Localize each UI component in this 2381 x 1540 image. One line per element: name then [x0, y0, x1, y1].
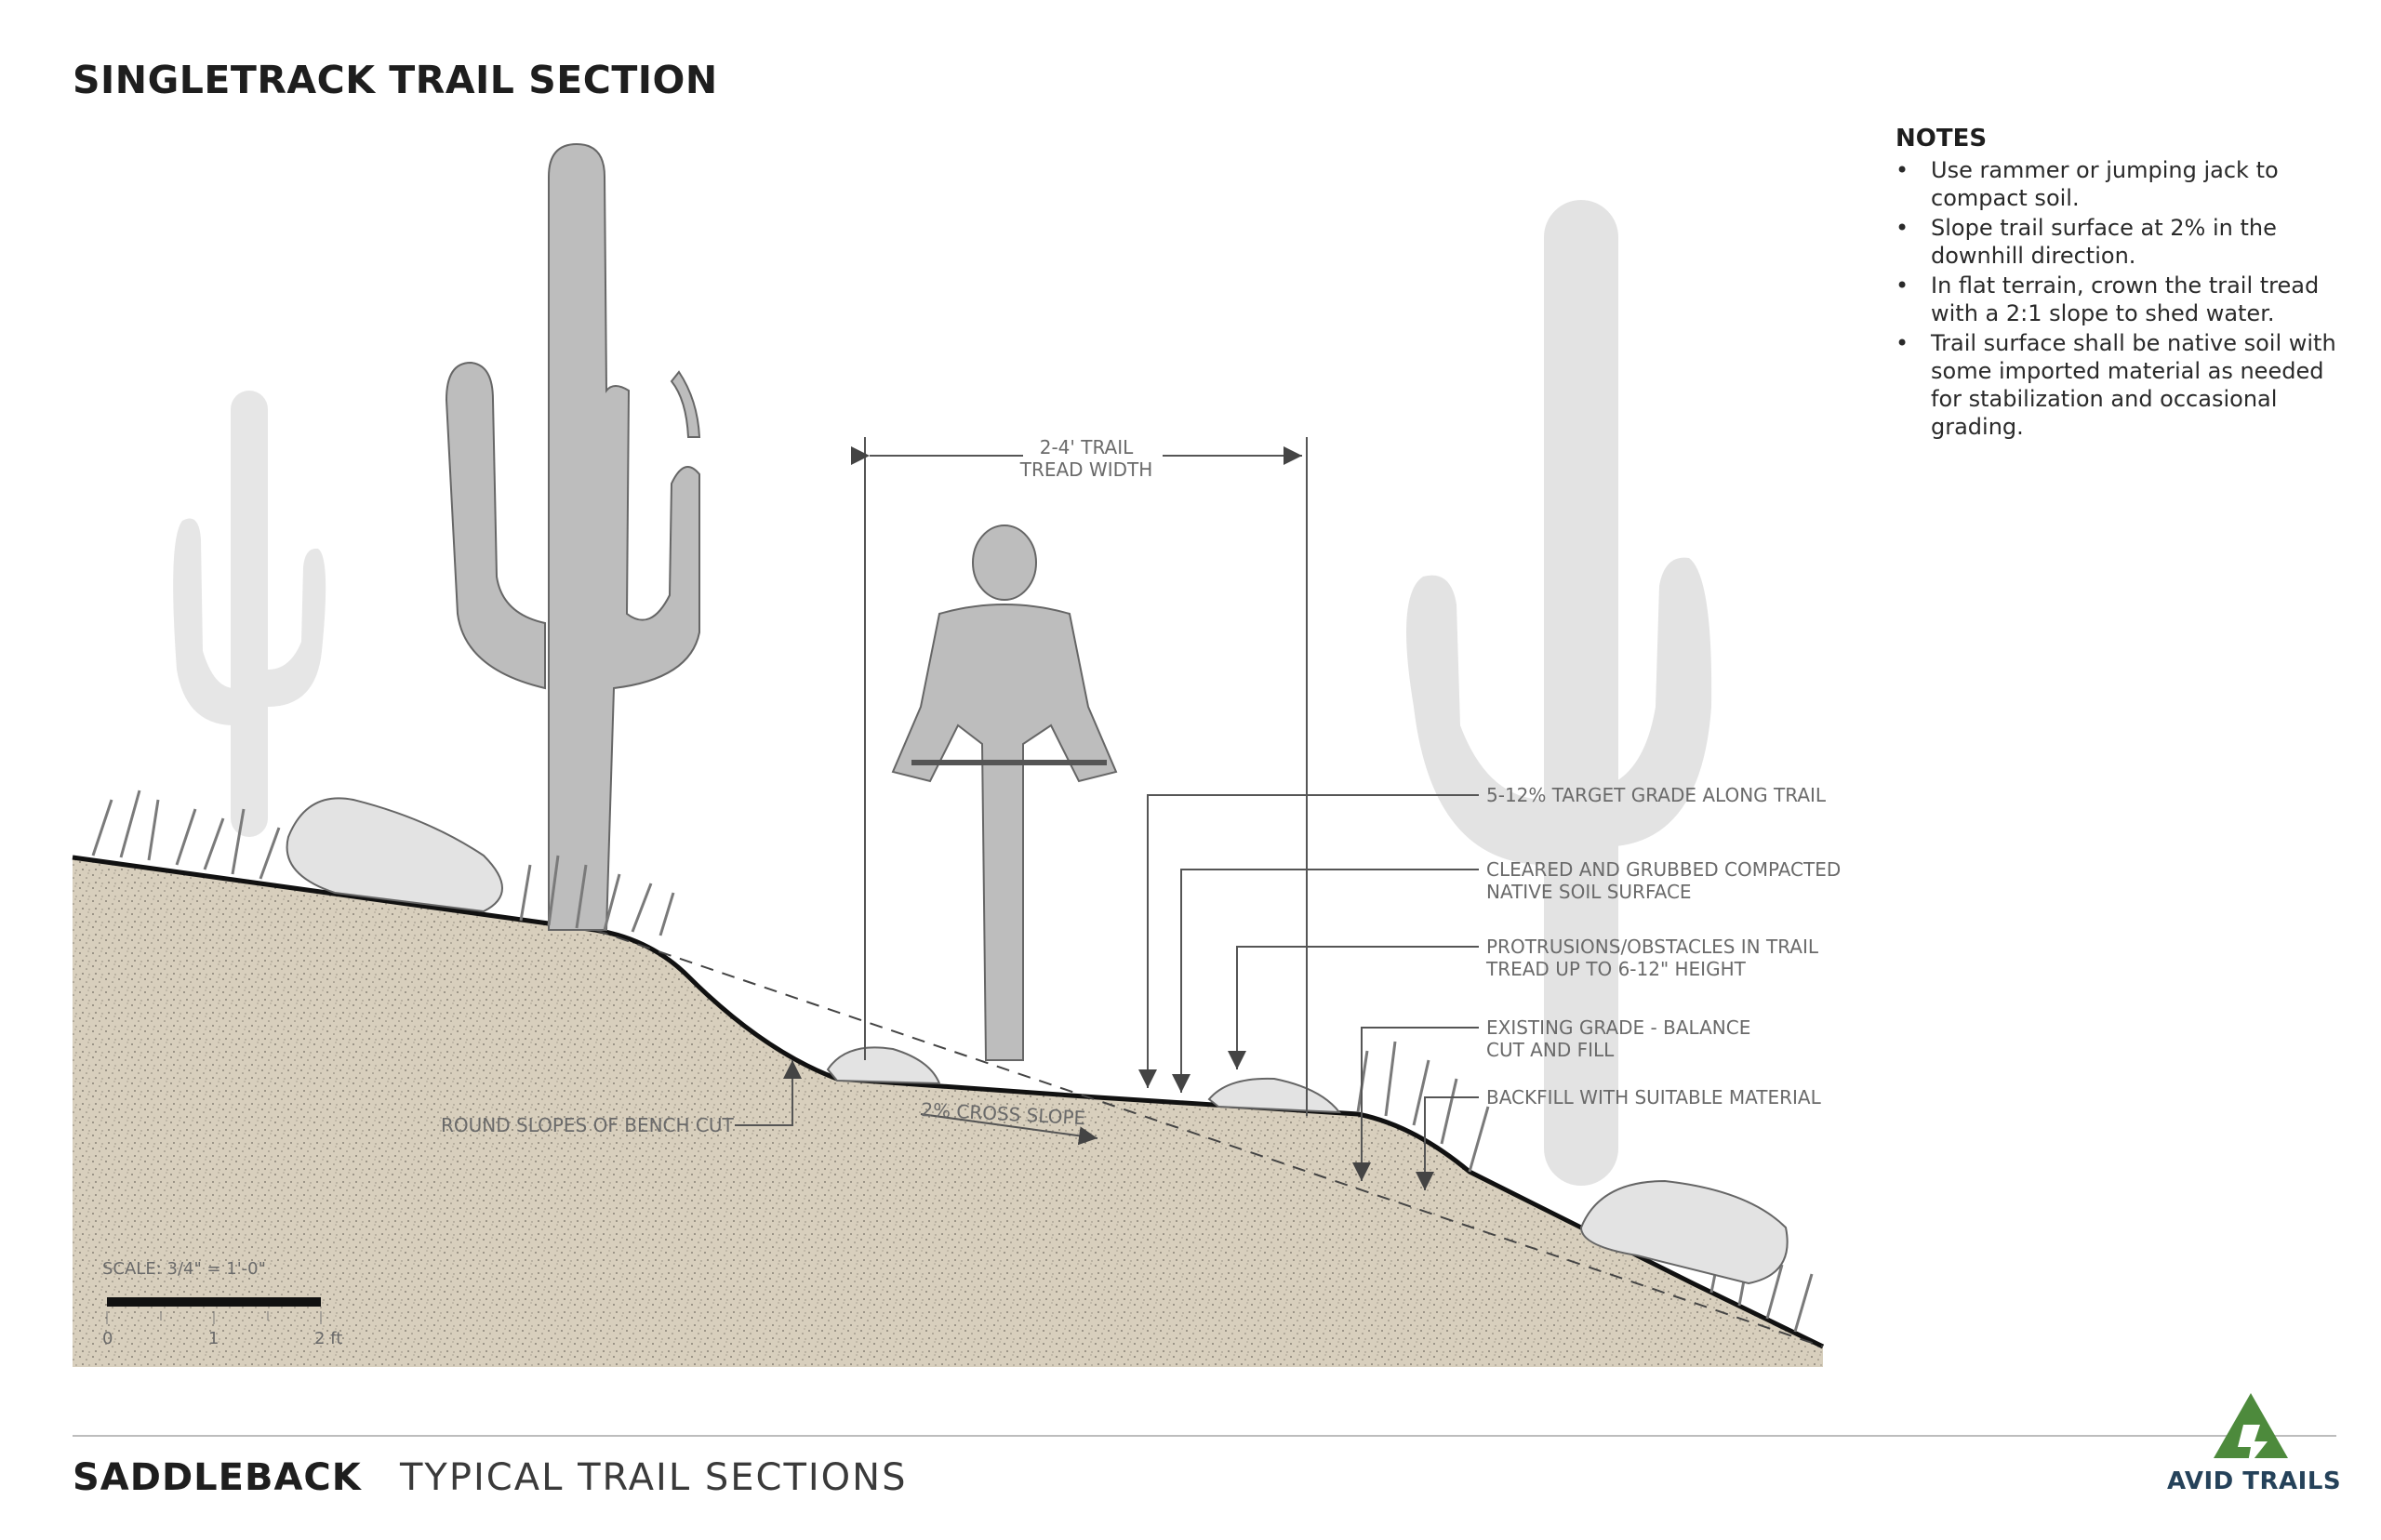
scale-label: SCALE: 3/4" = 1'-0" — [102, 1259, 266, 1279]
callout-backfill: BACKFILL WITH SUITABLE MATERIAL — [1486, 1086, 1822, 1109]
footer-project-name: SADDLEBACK — [73, 1456, 362, 1499]
scale-bar — [107, 1297, 321, 1307]
faded-cactus-left — [173, 391, 326, 837]
logo-text: AVID TRAILS — [2167, 1467, 2342, 1495]
scale-tick-2: 2 ft — [314, 1329, 342, 1348]
finished-grade-line — [72, 855, 1825, 1349]
footer-divider — [73, 1435, 2336, 1437]
callout-grade: 5-12% TARGET GRADE ALONG TRAIL — [1486, 784, 1827, 806]
grass-clump-cactus — [519, 855, 675, 936]
leader-lines — [735, 794, 1479, 1190]
saguaro-cactus — [445, 142, 701, 931]
note-text: Trail surface shall be native soil with … — [1931, 330, 2336, 440]
footer-subtitle: TYPICAL TRAIL SECTIONS — [400, 1456, 908, 1499]
avid-trails-logo-icon — [2214, 1393, 2288, 1467]
soil-section — [73, 857, 1823, 1367]
note-item: • Slope trail surface at 2% in the downhi… — [1895, 214, 2361, 270]
dimension-label-line2: TREAD WIDTH — [1019, 458, 1153, 481]
callout-existing-line1: EXISTING GRADE - BALANCE — [1486, 1016, 1750, 1039]
note-item: • Use rammer or jumping jack to compact s… — [1895, 156, 2361, 212]
notes-heading: NOTES — [1895, 125, 1988, 153]
rock-left — [286, 797, 503, 913]
scale-tick-1: 1 — [208, 1329, 219, 1348]
note-text: Use rammer or jumping jack to compact so… — [1931, 157, 2279, 211]
dimension-label-line1: 2-4' TRAIL — [1040, 436, 1134, 458]
cyclist-silhouette — [891, 524, 1118, 1061]
callout-obstacles-line1: PROTRUSIONS/OBSTACLES IN TRAIL — [1486, 936, 1819, 958]
note-text: In flat terrain, crown the trail tread w… — [1931, 272, 2320, 326]
callout-surface-line2: NATIVE SOIL SURFACE — [1486, 881, 1692, 903]
scale-tick-0: 0 — [102, 1329, 113, 1348]
grass-clump-left — [91, 790, 281, 880]
rock-right — [1579, 1179, 1789, 1285]
bullet: • — [1895, 272, 1909, 299]
existing-grade-line — [594, 929, 1824, 1348]
callout-existing-line2: CUT AND FILL — [1486, 1039, 1615, 1061]
scale-ticks — [106, 1311, 322, 1324]
bullet: • — [1895, 330, 1909, 356]
faded-cactus-right — [1406, 200, 1712, 1186]
notes-list: • Use rammer or jumping jack to compact s… — [1895, 156, 2361, 441]
note-item: • In flat terrain, crown the trail tread … — [1895, 272, 2361, 327]
notes-panel: NOTES • Use rammer or jumping jack to com… — [1895, 125, 2361, 443]
callout-surface-line1: CLEARED AND GRUBBED COMPACTED — [1486, 858, 1841, 881]
note-item: • Trail surface shall be native soil with… — [1895, 329, 2361, 441]
tread-width-dimension — [851, 437, 1308, 1116]
note-text: Slope trail surface at 2% in the downhil… — [1931, 215, 2277, 269]
bullet: • — [1895, 157, 1909, 183]
bullet: • — [1895, 215, 1909, 241]
callout-round-slopes: ROUND SLOPES OF BENCH CUT — [441, 1114, 735, 1136]
sheet-title: SINGLETRACK TRAIL SECTION — [73, 58, 718, 102]
callout-obstacles-line2: TREAD UP TO 6-12" HEIGHT — [1485, 958, 1747, 980]
